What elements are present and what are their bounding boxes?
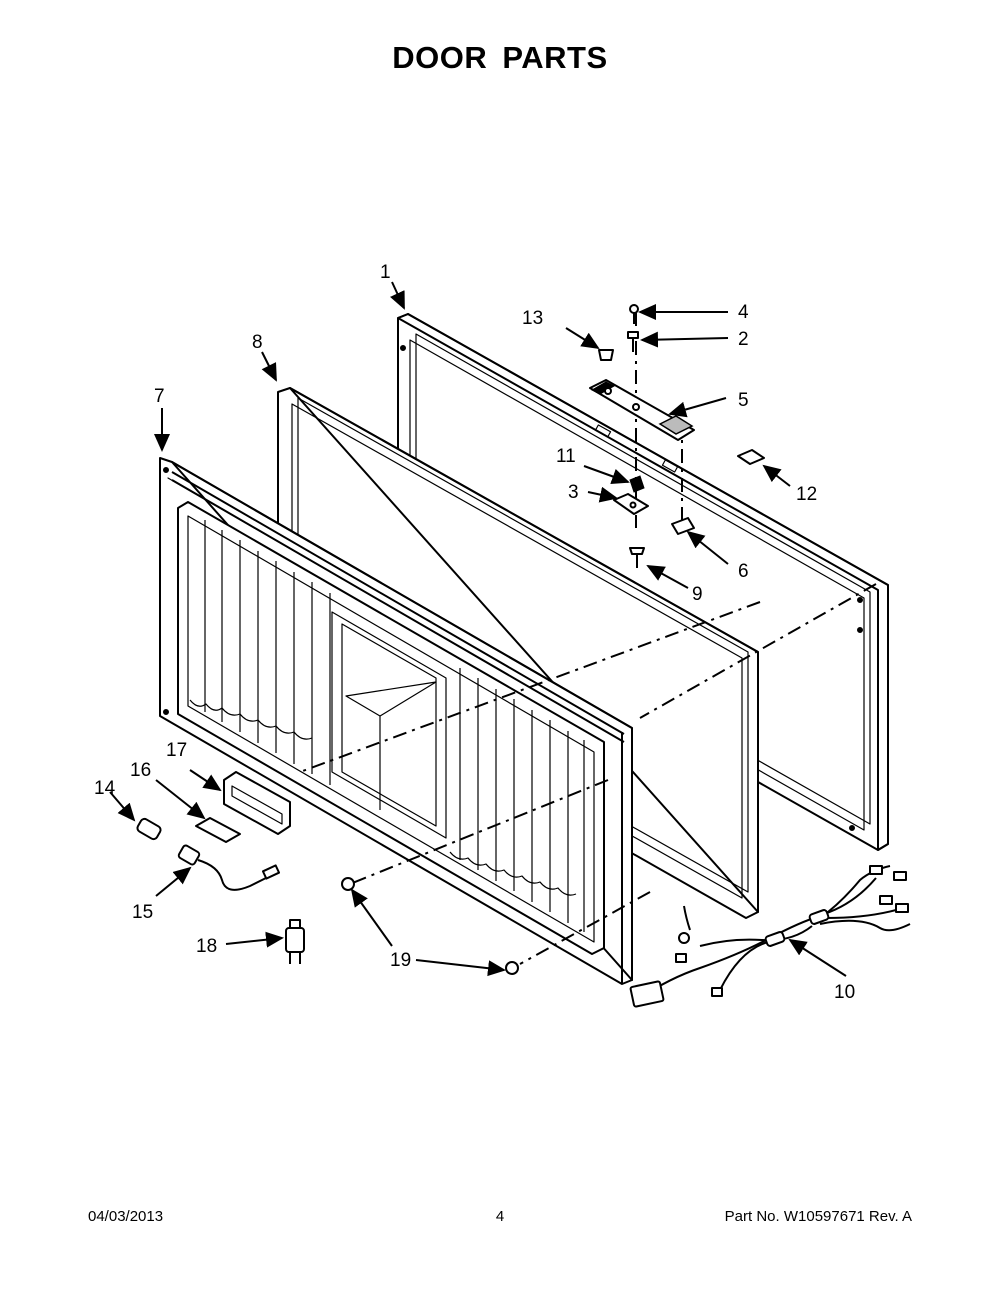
callout-18: 18 — [196, 936, 217, 957]
callout-8: 8 — [252, 332, 263, 353]
footer-part-number: Part No. W10597671 Rev. A — [724, 1208, 912, 1225]
page-title: DOOR PARTS — [392, 40, 608, 75]
callout-12: 12 — [796, 484, 817, 505]
callout-6: 6 — [738, 561, 749, 582]
callout-17: 17 — [166, 740, 187, 761]
wire-harness-part-10 — [629, 865, 911, 1008]
callout-19a: 19 — [390, 950, 411, 971]
assembly-lines — [299, 312, 877, 965]
callout-labels: 1 2 3 4 5 6 7 8 9 10 11 12 13 14 15 16 1… — [94, 262, 855, 1003]
leader-lines — [109, 281, 847, 977]
callout-4: 4 — [738, 302, 749, 323]
callout-11: 11 — [556, 446, 576, 467]
footer-page-number: 4 — [495, 1208, 505, 1225]
callout-13: 13 — [522, 308, 543, 329]
callout-5: 5 — [738, 390, 749, 411]
callout-9: 9 — [692, 584, 703, 605]
callout-7: 7 — [154, 386, 165, 407]
door-liner-part-7 — [159, 457, 633, 985]
callout-14: 14 — [94, 778, 116, 799]
callout-15: 15 — [132, 902, 153, 923]
callout-3: 3 — [568, 482, 579, 503]
hinge-hardware — [589, 304, 765, 568]
callout-16: 16 — [130, 760, 151, 781]
footer-date: 04/03/2013 — [88, 1208, 164, 1225]
small-parts — [136, 771, 519, 975]
callout-2: 2 — [738, 329, 749, 350]
callout-1: 1 — [380, 262, 391, 283]
callout-10: 10 — [834, 982, 855, 1003]
door-frame-part-1 — [397, 313, 889, 851]
